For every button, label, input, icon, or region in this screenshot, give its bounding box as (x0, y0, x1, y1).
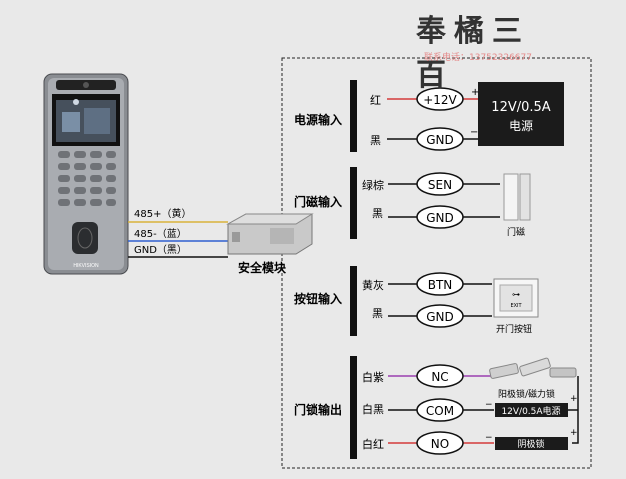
lock-psu-plus: + (570, 394, 578, 404)
terminal-no (416, 431, 464, 455)
terminal-label: BTN (428, 278, 453, 292)
watermark: 奉橘三百 联系电话：13752326677 (410, 2, 550, 93)
terminal-12v (416, 87, 464, 111)
terminal-gnd (416, 205, 464, 229)
door-sensor-label: 门磁 (507, 226, 525, 238)
row-lock-com: 白黑 COM (362, 398, 494, 422)
wire-color-label: 白黑 (362, 402, 384, 416)
row-door-gnd: 黑 GND (372, 205, 500, 229)
psu-line2: 电源 (509, 119, 533, 133)
row-power-12v: 红 +12V (370, 87, 478, 111)
group-title-door-sensor: 门磁输入 (294, 194, 342, 209)
terminal-label: NC (431, 370, 448, 384)
label-485-gnd: GND（黑） (134, 244, 187, 256)
terminal-sen (416, 172, 464, 196)
lock-psu-box: 12V/0.5A电源 − + (485, 394, 578, 417)
terminal-gnd (416, 127, 464, 151)
access-control-terminal: HIKVISION (43, 73, 129, 275)
cathode-lock-minus: − (485, 433, 493, 443)
terminal-gnd (416, 304, 464, 328)
power-supply-box: 12V/0.5A 电源 + − (470, 82, 564, 146)
wire-color-label: 黑 (372, 207, 383, 220)
exit-button-label: 开门按钮 (496, 323, 532, 335)
wire-color-label: 黑 (372, 307, 383, 320)
group-title-button: 按钮输入 (294, 291, 342, 306)
terminal-label: SEN (428, 178, 452, 192)
anode-magnetic-lock-image: 阳极锁/磁力锁 (489, 357, 577, 400)
wire-color-label: 红 (370, 94, 381, 107)
wire-color-label: 绿棕 (362, 178, 384, 192)
cathode-lock-label: 阴极锁 (517, 438, 544, 450)
security-module: 安全模块 (226, 213, 314, 275)
terminal-btn (416, 272, 464, 296)
row-lock-nc: 白紫 NC (362, 364, 492, 388)
terminal-label: GND (426, 310, 454, 324)
device-keypad (58, 151, 116, 206)
terminal-nc (416, 364, 464, 388)
wire-color-label: 白红 (362, 437, 384, 451)
row-button-btn: 黄灰 BTN (362, 272, 492, 296)
rs485-wiring: 485+（黄） 485-（蓝） GND（黑） (128, 207, 228, 258)
lock-psu-label: 12V/0.5A电源 (501, 405, 560, 417)
wire-color-label: 黑 (370, 134, 381, 147)
terminal-label: GND (426, 133, 454, 147)
watermark-brand: 奉橘三百 (416, 14, 530, 93)
terminal-label: GND (426, 211, 454, 225)
group-door-sensor-input: 门磁输入 (294, 167, 357, 239)
security-module-label: 安全模块 (238, 260, 287, 275)
terminal-frame (281, 57, 592, 469)
terminal-label: +12V (423, 93, 457, 107)
group-title-power: 电源输入 (294, 112, 342, 127)
group-power-input: 电源输入 (294, 80, 357, 152)
group-title-lock: 门锁输出 (294, 402, 342, 417)
cathode-lock-box: 阴极锁 − + (485, 428, 578, 450)
row-lock-no: 白红 NO (362, 431, 494, 455)
exit-face-text: EXIT (510, 303, 522, 309)
row-power-gnd: 黑 GND (370, 127, 478, 151)
row-button-gnd: 黑 GND (372, 304, 492, 328)
psu-plus: + (471, 87, 479, 98)
cathode-lock-plus: + (570, 428, 578, 438)
door-sensor-device: 门磁 (503, 173, 531, 238)
label-485-plus: 485+（黄） (134, 207, 191, 220)
label-485-minus: 485-（蓝） (134, 228, 187, 240)
anode-lock-label: 阳极锁/磁力锁 (498, 388, 555, 400)
psu-minus: − (470, 127, 478, 138)
wire-lock-plus-loop (572, 376, 579, 444)
terminal-label: COM (426, 404, 454, 418)
device-brand: HIKVISION (73, 263, 99, 269)
lock-psu-minus: − (485, 400, 493, 410)
fingerprint-reader (72, 222, 98, 254)
exit-button-device: ⊶ EXIT 开门按钮 (493, 278, 539, 335)
terminal-label: NO (431, 437, 449, 451)
psu-line1: 12V/0.5A (491, 100, 550, 115)
group-lock-output: 门锁输出 (294, 356, 357, 459)
group-button-input: 按钮输入 (294, 266, 357, 336)
key-icon: ⊶ (512, 290, 520, 299)
terminal-com (416, 398, 464, 422)
wire-color-label: 黄灰 (362, 278, 384, 292)
row-door-sen: 绿棕 SEN (362, 172, 500, 196)
wire-color-label: 白紫 (362, 370, 384, 384)
watermark-contact: 联系电话：13752326677 (424, 53, 532, 63)
camera-icon (83, 82, 89, 88)
